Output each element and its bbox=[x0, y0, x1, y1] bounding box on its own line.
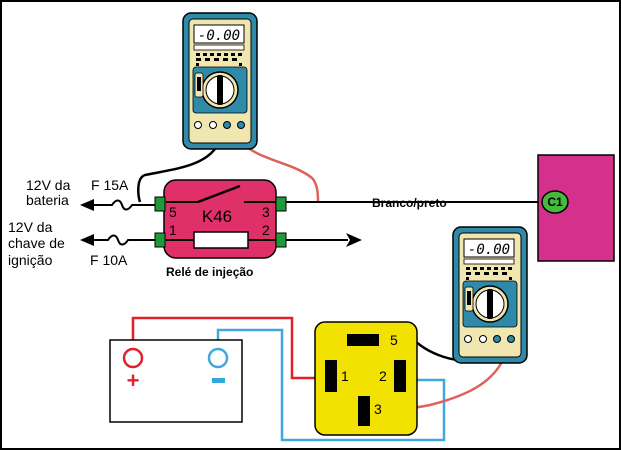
socket-slot-5 bbox=[347, 334, 379, 346]
relay-terminal-3 bbox=[275, 196, 287, 212]
relay-name: K46 bbox=[202, 207, 232, 226]
battery-feed-wire bbox=[92, 199, 158, 211]
relay-terminal-5 bbox=[154, 196, 166, 212]
connector-c1: C1 bbox=[537, 154, 615, 262]
meter-bottom-display: -0.00 bbox=[468, 242, 510, 258]
relay-pin-5-label: 5 bbox=[169, 204, 177, 220]
ignition-feed-wire bbox=[92, 234, 158, 246]
ignition-label-line1: 12V da bbox=[8, 219, 53, 235]
relay-coil bbox=[193, 231, 249, 249]
socket-slot-3 bbox=[358, 396, 370, 426]
relay-pin-3-label: 3 bbox=[262, 204, 270, 220]
socket-slot-2 bbox=[394, 360, 406, 392]
relay-switch-contact bbox=[197, 184, 241, 204]
battery-plus-sign: + bbox=[127, 368, 140, 393]
battery-positive-terminal bbox=[122, 347, 144, 369]
socket-pin-2-label: 2 bbox=[379, 368, 387, 384]
fuse-15a-label: F 15A bbox=[91, 177, 129, 193]
ignition-label-line2: chave de bbox=[8, 235, 65, 251]
socket-pin-1-label: 1 bbox=[341, 368, 349, 384]
relay-k46: K46 5 1 3 2 bbox=[154, 179, 287, 259]
meter-top-display: -0.00 bbox=[198, 28, 240, 44]
battery-minus-sign bbox=[212, 378, 225, 383]
battery-label-line1: 12V da bbox=[26, 177, 71, 193]
probe-wire-black-top bbox=[137, 133, 224, 203]
wire-color-label: Branco/preto bbox=[372, 196, 447, 210]
battery: + bbox=[109, 339, 243, 423]
socket-pin-5-label: 5 bbox=[390, 332, 398, 348]
ground-arrow bbox=[346, 233, 362, 247]
probe-wire-red-top bbox=[235, 133, 320, 203]
multimeter-top: -0.00 bbox=[182, 12, 258, 150]
connector-c1-label: C1 bbox=[547, 195, 563, 209]
ignition-label-line3: ignição bbox=[8, 252, 53, 268]
socket-pin-3-label: 3 bbox=[374, 401, 382, 417]
battery-red-wire bbox=[131, 316, 325, 380]
ignition-feed-arrow bbox=[80, 234, 94, 246]
relay-terminal-2 bbox=[275, 232, 287, 248]
relay-caption: Relé de injeção bbox=[166, 265, 253, 279]
relay-socket: 5 1 2 3 bbox=[314, 321, 418, 436]
relay-pin-1-label: 1 bbox=[169, 222, 177, 238]
battery-negative-terminal bbox=[207, 347, 229, 369]
battery-blue-wire bbox=[216, 328, 446, 442]
relay-terminal-1 bbox=[154, 232, 166, 248]
fuse-10a-label: F 10A bbox=[90, 252, 128, 268]
socket-slot-1 bbox=[325, 360, 337, 392]
battery-label-line2: bateria bbox=[26, 192, 69, 208]
relay-pin-2-label: 2 bbox=[262, 222, 270, 238]
battery-feed-arrow bbox=[80, 199, 94, 211]
multimeter-bottom: -0.00 bbox=[452, 226, 528, 364]
